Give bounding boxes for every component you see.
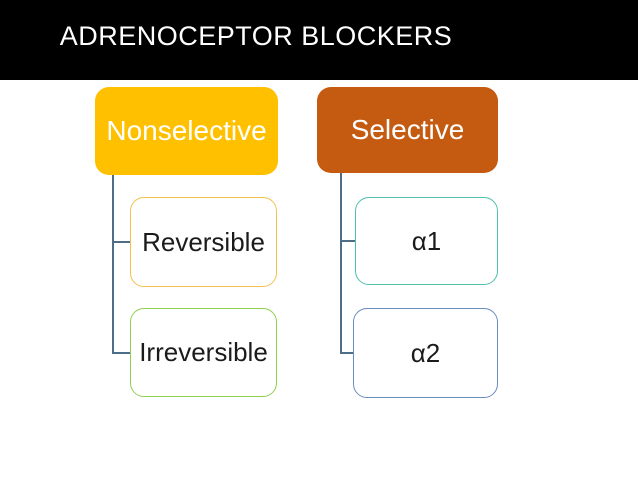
node-irreversible: Irreversible (130, 308, 277, 397)
node-reversible-label: Reversible (142, 226, 265, 257)
node-reversible: Reversible (130, 197, 277, 287)
node-alpha2: α2 (353, 308, 498, 398)
node-selective: Selective (317, 87, 498, 173)
node-irreversible-label: Irreversible (139, 337, 268, 367)
node-alpha1: α1 (355, 197, 498, 285)
node-selective-label: Selective (350, 114, 465, 145)
node-nonselective: Nonselective (95, 87, 278, 175)
connector-nonselective-to-reversible (112, 241, 130, 243)
slide-title: ADRENOCEPTOR BLOCKERS (59, 21, 453, 51)
connector-nonselective-vertical (112, 175, 114, 354)
node-nonselective-label: Nonselective (106, 115, 267, 146)
node-alpha1-label: α1 (411, 225, 442, 256)
connector-selective-vertical (340, 173, 342, 354)
connector-nonselective-to-irreversible (112, 352, 130, 354)
connector-selective-to-alpha2 (340, 352, 353, 354)
node-alpha2-label: α2 (410, 337, 441, 368)
connector-selective-to-alpha1 (340, 240, 355, 242)
title-bar: ADRENOCEPTOR BLOCKERS (0, 0, 638, 80)
